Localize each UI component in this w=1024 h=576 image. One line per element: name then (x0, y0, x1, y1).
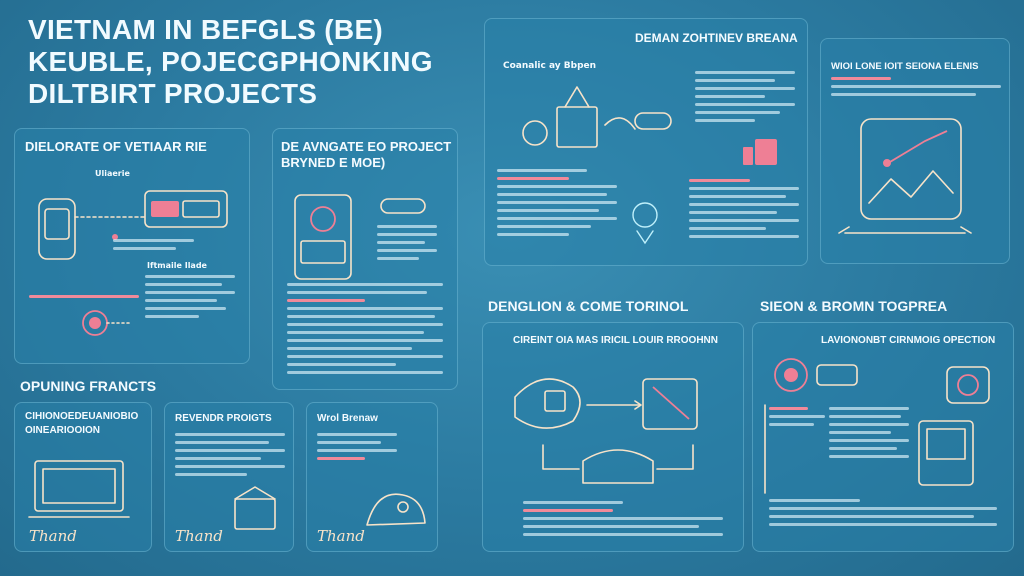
globe-icon (82, 310, 130, 336)
panel-title: LAVIONONBT CIRNMOIG OPECTION (821, 335, 996, 346)
panel-top-right-main: DEMAN ZOHTINEV BREANA Coanalic ay Bbpen (484, 18, 808, 266)
connection-diagram (764, 358, 990, 494)
panel-title-line-2: OINEARIOOION (25, 425, 101, 436)
text-block (113, 239, 203, 255)
main-title-line-2: KEUBLE, POJECGPHONKING (28, 46, 433, 77)
panel-title: Wrol Brenaw (317, 413, 378, 424)
text-block (175, 433, 285, 481)
text-block (317, 433, 397, 465)
main-title-line-1: VIETNAM IN BEFGLS (BE) (28, 14, 384, 45)
panel-title-line-1: CIHIONOEDEUANIOBIO (25, 411, 139, 422)
bird-illustration (366, 493, 426, 526)
text-block (145, 275, 235, 323)
panel-top-left: DIELORATE OF VETIAAR RIE Uliaerie Iftmai… (14, 128, 250, 364)
signature: Thand (317, 527, 365, 545)
text-block (831, 85, 1001, 101)
text-block (769, 499, 997, 531)
city-illustration (522, 86, 777, 165)
text-block (769, 407, 825, 431)
screen-illustration (838, 118, 972, 234)
laptop-illustration (28, 460, 130, 518)
panel-title-line-2: BRYNED E MOE) (281, 155, 386, 170)
device-illustration (38, 190, 228, 260)
section-label-far-right: SIEON & BROMN TOGPREA (760, 298, 948, 314)
text-block (497, 169, 617, 241)
monitor-illustration (294, 194, 426, 280)
panel-title-line-1: DE AVNGATE EO PROJECT (281, 139, 452, 154)
crate-illustration (234, 486, 276, 530)
panel-title: CIREINT OIA MAS IRICIL LOUIR RROOHNN (513, 335, 718, 346)
text-block (287, 283, 443, 379)
panel-bottom-left: CIHIONOEDEUANIOBIO OINEARIOOION Thand (14, 402, 152, 552)
text-block (29, 295, 139, 303)
text-block (377, 225, 437, 265)
panel-top-mid: DE AVNGATE EO PROJECT BRYNED E MOE) (272, 128, 458, 390)
text-block (695, 71, 795, 127)
panel-subtitle: Uliaerie (95, 169, 130, 178)
panel-mid-right: CIREINT OIA MAS IRICIL LOUIR RROOHNN (482, 322, 744, 552)
panel-bottom-mid-1: REVENDR PROIGTS Thand (164, 402, 294, 552)
text-block (523, 501, 723, 541)
section-label-mid-right: DENGLION & COME TORINOL (488, 298, 689, 314)
panel-far-right: LAVIONONBT CIRNMOIG OPECTION (752, 322, 1014, 552)
text-block (689, 179, 799, 243)
panel-title: DIELORATE OF VETIAAR RIE (25, 139, 207, 154)
panel-bottom-mid-2: Wrol Brenaw Thand (306, 402, 438, 552)
signature: Thand (175, 527, 223, 545)
panel-title: REVENDR PROIGTS (175, 413, 272, 424)
main-title-line-3: DILTBIRT PROJECTS (28, 78, 318, 109)
panel-title: WIOI LONE IOIT SEIONA ELENIS (831, 61, 979, 72)
panel-subtitle: Iftmaile Ilade (147, 261, 207, 270)
panel-subtitle: Coanalic ay Bbpen (503, 61, 597, 71)
text-block (829, 407, 909, 463)
flow-diagram (514, 378, 698, 484)
highlight-bar (831, 77, 891, 80)
lamp-icon (632, 202, 658, 245)
panel-top-right-side: WIOI LONE IOIT SEIONA ELENIS (820, 38, 1010, 264)
signature: Thand (29, 527, 77, 545)
section-label-opening: OPUNING FRANCTS (20, 378, 157, 394)
panel-title: DEMAN ZOHTINEV BREANA (635, 31, 798, 45)
main-title: VIETNAM IN BEFGLS (BE) KEUBLE, POJECGPHO… (28, 14, 468, 110)
